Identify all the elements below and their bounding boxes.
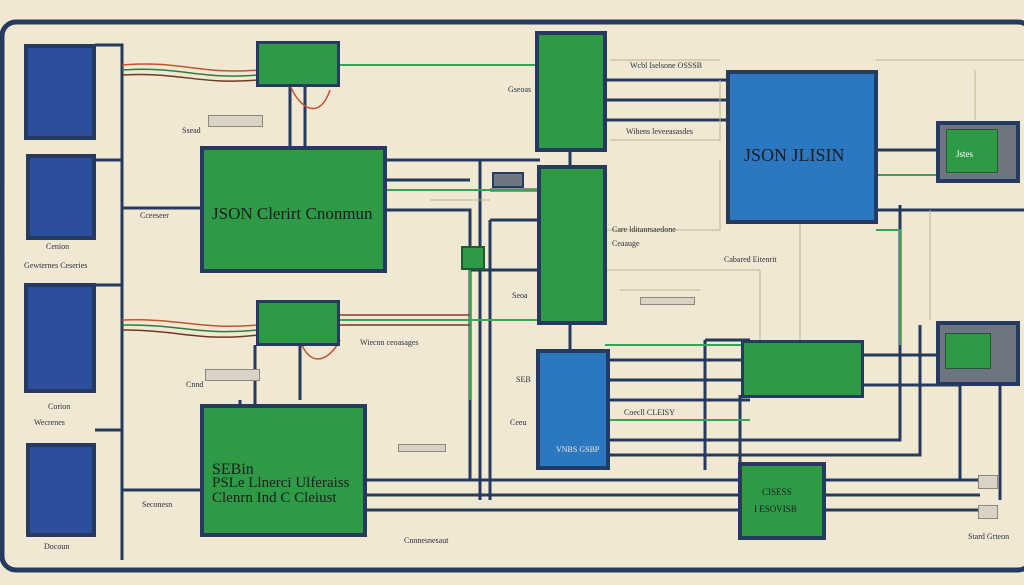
- mid-note-2: Care lditanrsaedone: [612, 225, 676, 234]
- chip-1: [208, 115, 263, 127]
- left-label-1: Cenion: [46, 242, 70, 251]
- connector-plug-2: [978, 505, 998, 519]
- rack-device-1: [24, 44, 96, 140]
- json-jlisin-label: JSON JLISIN: [744, 145, 845, 165]
- ssead-label: Ssead: [182, 126, 201, 135]
- left-label-4: Wecrenes: [34, 418, 65, 427]
- rack-device-2: [26, 154, 96, 240]
- left-label-5: Docoun: [44, 542, 70, 551]
- mid-chip-board: [256, 300, 340, 346]
- connector-block: [492, 172, 524, 188]
- seb-small-label: SEB: [516, 375, 531, 384]
- left-label-3: Corion: [48, 402, 71, 411]
- right-mid-board: [741, 340, 864, 398]
- green-connector: [461, 246, 485, 270]
- top-chip-board: [256, 41, 340, 87]
- cabared-label: Cabared Eitenrit: [724, 255, 777, 264]
- olive-wires: [430, 59, 1024, 340]
- chip-4: [398, 444, 446, 452]
- top-right-note: Wcbl Iselsone OSSSB: [630, 61, 702, 70]
- sebin-label-3: Clenrn Ind C Cleiust: [212, 490, 337, 506]
- jstes-label: Jstes: [956, 149, 974, 159]
- gseoas-label: Gseoas: [508, 85, 532, 94]
- outer-frame: [0, 19, 1024, 573]
- json-client-board: [200, 146, 387, 273]
- stad-label: Stard Grteon: [968, 532, 1010, 541]
- rack-device-4: [26, 443, 96, 537]
- chip-3: [640, 297, 695, 305]
- wiecnn-label: Wiecnn ceoasages: [360, 338, 419, 347]
- bottom-board: [738, 462, 826, 540]
- cnnd-label: Cnnd: [186, 380, 204, 389]
- colored-cable-bundles: [121, 63, 470, 360]
- card-cleusy-label: Coecll CLEISY: [624, 408, 675, 417]
- top-center-board: [535, 31, 607, 152]
- mid-center-board: [537, 165, 607, 325]
- secnes-label: Seconesn: [142, 500, 173, 509]
- sebin-label-2: PSLe Llnerci Ulferaiss: [212, 475, 350, 491]
- json-client-label: JSON Clerirt Cnonmun: [212, 204, 373, 223]
- sebin-board: [200, 404, 367, 537]
- cceeseer-label: Cceeseer: [140, 211, 169, 220]
- mid-note-3: Ceaauge: [612, 239, 640, 248]
- chip-2: [205, 369, 260, 381]
- cbess-label-1: CISESS: [762, 487, 792, 497]
- json-jlisin-panel: [726, 70, 878, 224]
- left-label-2: Gewternes Ceseries: [24, 261, 88, 270]
- mid-note-1: Wihens leveeasasdes: [626, 127, 693, 136]
- vbs-panel: [536, 349, 610, 470]
- connector-plug-1: [978, 475, 998, 489]
- green-wires: [340, 64, 940, 421]
- sebin-label-1: SEBin: [212, 461, 254, 478]
- vbs-label: VNBS GSBP: [556, 445, 600, 454]
- ceeu-label: Ceeu: [510, 418, 527, 427]
- rack-device-3: [24, 283, 96, 393]
- seoa-label: Seoa: [512, 291, 528, 300]
- cbess-label-2: I ESOVISB: [754, 504, 797, 514]
- right-gray-screen: [945, 333, 991, 369]
- cennes-label: Cnnnesnesaut: [404, 536, 449, 545]
- jstes-screen: [946, 129, 998, 173]
